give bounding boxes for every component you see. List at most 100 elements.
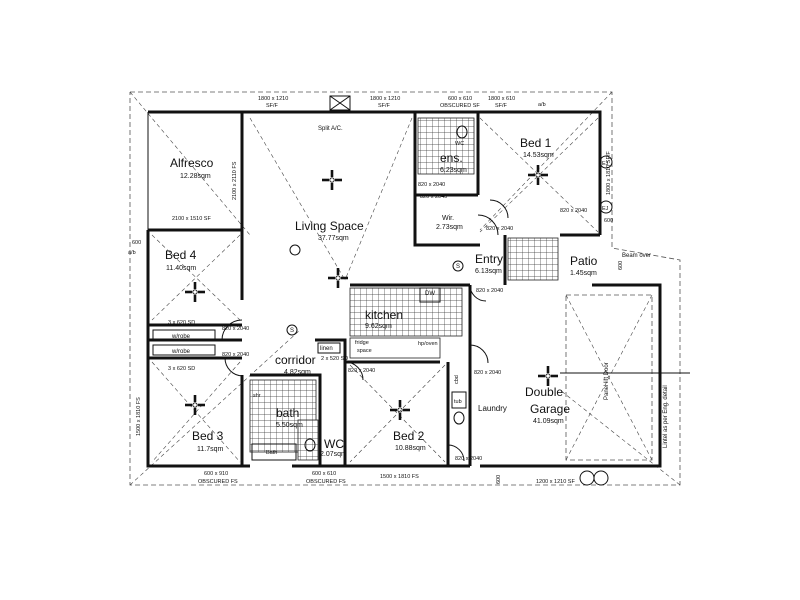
- door-labels: 820 x 2040 820 x 2040 820 x 2040 820 x 2…: [222, 182, 587, 462]
- window-right-600: 600: [604, 218, 613, 224]
- room-garage-line2: Garage: [530, 402, 570, 416]
- cbd-label: cbd: [454, 375, 460, 384]
- window-patio-600: 600: [618, 261, 624, 270]
- ab-label-1: a/b: [538, 102, 546, 108]
- room-wc-area: 2.07sqm: [320, 451, 347, 458]
- room-alfresco-area: 12.28sqm: [180, 173, 211, 180]
- wrobe-label-2: w/robe: [171, 349, 191, 355]
- room-garage-area: 41.09sqm: [533, 418, 564, 425]
- room-labels: Alfresco 12.28sqm Living Space 37.77sqm …: [165, 136, 598, 458]
- sd-label-1: 3 x 620 SD: [168, 320, 195, 326]
- room-patio-area: 1.45sqm: [570, 270, 597, 277]
- room-wir-area: 2.73sqm: [436, 224, 463, 231]
- room-bed3-area: 11.7sqm: [197, 446, 223, 453]
- door-label-7: 820 x 2040: [474, 370, 501, 376]
- door-label-2: 820 x 2040: [560, 208, 587, 214]
- fridge-label: fridge: [355, 340, 369, 346]
- window-top3: 600 x 610: [448, 96, 472, 102]
- room-patio-name: Patio: [570, 254, 598, 268]
- window-right-side: 1800 x 1810 SF/F: [606, 151, 612, 195]
- window-top2: 1800 x 1210: [370, 96, 400, 102]
- tub-box: [451, 391, 467, 409]
- room-entry-area: 6.13sqm: [475, 268, 502, 275]
- ac-unit-icon: [329, 95, 351, 111]
- bath-box: [251, 443, 297, 461]
- toilet-2: [304, 438, 316, 452]
- room-bed4-name: Bed 4: [165, 248, 197, 262]
- door-label-4: 820 x 2040: [222, 326, 249, 332]
- window-bottom4: 1200 x 1210 SF: [536, 479, 575, 485]
- sink: [453, 411, 465, 425]
- ej-label-2: EJ: [602, 206, 609, 212]
- ej-label-1: EJ: [602, 161, 609, 167]
- room-kitchen-area: 9.62sqm: [365, 323, 392, 330]
- room-living-area: 37.77sqm: [318, 235, 349, 242]
- s-symbol-1: S: [290, 328, 294, 334]
- window-top3b: OBSCURED SF: [440, 103, 480, 109]
- sd-label-2: 3 x 620 SD: [168, 366, 195, 372]
- room-bath-name: bath: [276, 406, 299, 420]
- shr-label: shr: [253, 393, 261, 399]
- window-top4: 1800 x 610: [488, 96, 515, 102]
- light-fixture-icon: [183, 393, 207, 417]
- dw-label: DW: [425, 291, 435, 297]
- marker-labels: EJ EJ a/b a/b: [128, 102, 609, 256]
- space-label: space: [357, 348, 372, 354]
- linen-box: [317, 342, 341, 354]
- room-bath-area: 5.50sqm: [276, 422, 303, 429]
- room-ens-area: 6.23sqm: [440, 167, 467, 174]
- linen-label: linen: [320, 346, 333, 352]
- window-bottom1: 600 x 910: [204, 471, 228, 477]
- room-alfresco-name: Alfresco: [170, 156, 214, 170]
- robe-box-2: [152, 344, 216, 356]
- toilet: [456, 125, 468, 139]
- window-bottom2b: OBSCURED FS: [306, 479, 346, 485]
- window-garage-600: 600: [496, 475, 502, 484]
- window-left-side: 1500 x 1810 FS: [136, 397, 142, 436]
- sd-label-3: 2 x 520 SD: [321, 356, 348, 362]
- tap-icon: [579, 470, 595, 486]
- room-laundry-name: Laundry: [478, 404, 507, 413]
- fixture-labels: Split A/C. linen w/robe w/robe 3 x 620 S…: [168, 126, 669, 456]
- window-top2b: SF/F: [378, 103, 391, 109]
- interior-walls: [148, 112, 507, 466]
- smoke-alarm-icon-3: [289, 244, 301, 256]
- ej-marker-2: [599, 200, 613, 214]
- room-bed2-area: 10.88sqm: [395, 445, 426, 452]
- tap-icon-2: [593, 470, 609, 486]
- property-boundary: [129, 91, 681, 486]
- panel-lift-label: Panel lift Door: [604, 362, 610, 400]
- light-fixture-icon: [320, 168, 344, 192]
- window-alfresco-side: 2100 x 2110 FS: [232, 161, 238, 200]
- door-label-1: 820 x 2040: [486, 226, 513, 232]
- room-ens-name: ens.: [440, 151, 463, 165]
- light-fixture-icon: [526, 163, 550, 187]
- wrobe-label-1: w/robe: [171, 334, 191, 340]
- room-bed4-area: 11.40sqm: [166, 265, 196, 272]
- window-top1b: SF/F: [266, 103, 279, 109]
- window-bottom2: 600 x 610: [312, 471, 336, 477]
- room-living-name: Living Space: [295, 219, 364, 233]
- light-fixture-icon: [388, 398, 412, 422]
- room-entry-name: Entry: [475, 252, 503, 266]
- smoke-alarm-icon: [286, 324, 298, 336]
- window-bottom1b: OBSCURED FS: [198, 479, 238, 485]
- room-wc-name: WC: [324, 437, 344, 451]
- room-bed1-name: Bed 1: [520, 136, 552, 150]
- room-wir-name: Wir.: [442, 215, 454, 222]
- beam-over-label: Beam over: [622, 253, 651, 259]
- living-diagonals: [151, 117, 599, 463]
- window-bottom3: 1500 x 1810 FS: [380, 474, 419, 480]
- room-bed3-name: Bed 3: [192, 429, 224, 443]
- light-fixture-icon: [326, 266, 350, 290]
- window-top4b: SF/F: [495, 103, 508, 109]
- fixtures: [152, 95, 690, 486]
- room-corridor-name: corridor: [275, 353, 316, 367]
- bath-fixture-label: Bath: [266, 450, 277, 456]
- room-kitchen-name: kitchen: [365, 308, 403, 322]
- tiled-areas: [249, 117, 559, 461]
- door-label-6: 820 x 2040: [348, 368, 375, 374]
- garage-door-outline: [565, 294, 653, 461]
- dishwasher-box: [419, 287, 441, 303]
